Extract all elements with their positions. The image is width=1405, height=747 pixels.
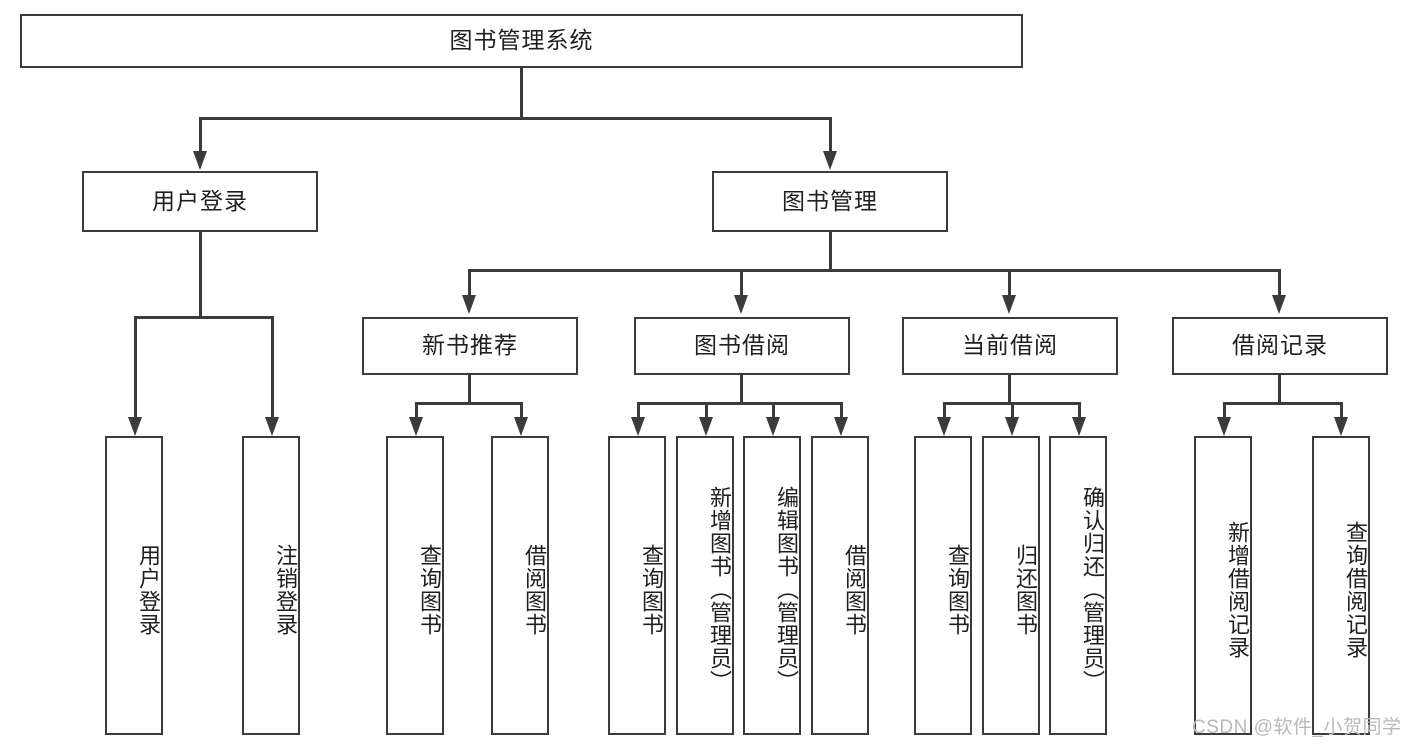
- connector-bookmgmt-drop-4: [1278, 269, 1281, 297]
- connector-bookborrow-drop-2: [705, 402, 708, 419]
- node-label: 借阅记录: [1232, 332, 1328, 359]
- node-book-management[interactable]: 图书管理: [712, 171, 948, 232]
- leaf-currentborrow-query-book[interactable]: 查询图书: [914, 436, 972, 735]
- connector-borrowrecord-drop-2: [1340, 402, 1343, 419]
- node-label: 图书管理系统: [449, 27, 594, 54]
- connector-bookmgmt-drop-1: [468, 269, 471, 297]
- node-label: 新增图书（管理员）: [707, 486, 732, 693]
- node-label: 注销登录: [273, 543, 298, 636]
- leaf-currentborrow-confirm-return-admin[interactable]: 确认归还（管理员）: [1049, 436, 1107, 735]
- connector-borrowrecord-stem: [1278, 375, 1281, 405]
- connector-currentborrow-drop-3: [1078, 402, 1081, 419]
- arrowhead-userlogin-leaf-2: [264, 417, 279, 436]
- node-label: 查询图书: [639, 543, 664, 636]
- arrowhead-bookmgmt-to-borrow: [733, 295, 748, 314]
- leaf-bookborrow-add-book-admin[interactable]: 新增图书（管理员）: [676, 436, 734, 735]
- connector-borrowrecord-bar: [1223, 402, 1342, 405]
- connector-bookmgmt-drop-3: [1008, 269, 1011, 297]
- arrowhead-userlogin-leaf-1: [127, 417, 142, 436]
- arrowhead-bookmgmt-to-current: [1001, 295, 1016, 314]
- node-current-borrow[interactable]: 当前借阅: [902, 317, 1118, 375]
- connector-root-bar: [199, 117, 832, 120]
- arrowhead-newbook-leaf-2: [513, 417, 528, 436]
- node-label: 新书推荐: [422, 332, 518, 359]
- node-label: 编辑图书（管理员）: [774, 486, 799, 693]
- node-label: 借阅图书: [842, 543, 867, 636]
- connector-bookborrow-drop-3: [772, 402, 775, 419]
- arrowhead-currentborrow-leaf-1: [936, 417, 951, 436]
- node-label: 图书管理: [782, 187, 878, 214]
- leaf-bookborrow-edit-book-admin[interactable]: 编辑图书（管理员）: [743, 436, 801, 735]
- connector-newbook-stem: [468, 375, 471, 405]
- arrowhead-root-to-book-mgmt: [822, 151, 837, 170]
- leaf-user-login-signout[interactable]: 注销登录: [242, 436, 300, 735]
- arrowhead-bookmgmt-to-record: [1271, 295, 1286, 314]
- arrowhead-bookborrow-leaf-2: [698, 417, 713, 436]
- arrowhead-bookborrow-leaf-3: [765, 417, 780, 436]
- arrowhead-borrowrecord-leaf-1: [1216, 417, 1231, 436]
- node-label: 当前借阅: [962, 332, 1058, 359]
- connector-userlogin-drop-1: [134, 316, 137, 419]
- connector-userlogin-bar: [134, 316, 273, 319]
- leaf-newbook-query-book[interactable]: 查询图书: [386, 436, 444, 735]
- node-label: 查询图书: [945, 543, 970, 636]
- arrowhead-newbook-leaf-1: [408, 417, 423, 436]
- connector-root-drop-right: [829, 117, 832, 153]
- arrowhead-root-to-user-login: [192, 151, 207, 170]
- connector-root-drop-left: [199, 117, 202, 153]
- node-label: 图书借阅: [694, 332, 790, 359]
- connector-bookmgmt-drop-2: [740, 269, 743, 297]
- connector-bookborrow-drop-4: [840, 402, 843, 419]
- leaf-newbook-borrow-book[interactable]: 借阅图书: [491, 436, 549, 735]
- connector-bookborrow-drop-1: [637, 402, 640, 419]
- connector-currentborrow-stem: [1008, 375, 1011, 405]
- node-borrow-record[interactable]: 借阅记录: [1172, 317, 1388, 375]
- leaf-bookborrow-borrow-book[interactable]: 借阅图书: [811, 436, 869, 735]
- arrowhead-bookborrow-leaf-4: [833, 417, 848, 436]
- connector-currentborrow-drop-2: [1011, 402, 1014, 419]
- node-root-library-system[interactable]: 图书管理系统: [20, 14, 1023, 68]
- connector-borrowrecord-drop-1: [1223, 402, 1226, 419]
- connector-currentborrow-drop-1: [943, 402, 946, 419]
- arrowhead-borrowrecord-leaf-2: [1333, 417, 1348, 436]
- connector-newbook-drop-1: [415, 402, 418, 419]
- csdn-watermark: CSDN @软件_小贺同学: [1192, 717, 1402, 738]
- connector-userlogin-stem: [199, 232, 202, 318]
- leaf-user-login-signin[interactable]: 用户登录: [105, 436, 163, 735]
- connector-bookmgmt-stem: [829, 232, 832, 272]
- node-label: 新增借阅记录: [1225, 520, 1250, 659]
- connector-bookborrow-stem: [740, 375, 743, 405]
- leaf-borrowrecord-add-record[interactable]: 新增借阅记录: [1194, 436, 1252, 735]
- connector-bookborrow-bar: [637, 402, 843, 405]
- connector-newbook-bar: [415, 402, 522, 405]
- node-book-borrow[interactable]: 图书借阅: [634, 317, 850, 375]
- node-label: 归还图书: [1013, 543, 1038, 636]
- node-label: 查询图书: [417, 543, 442, 636]
- leaf-currentborrow-return-book[interactable]: 归还图书: [982, 436, 1040, 735]
- node-label: 查询借阅记录: [1343, 520, 1368, 659]
- node-new-book-recommend[interactable]: 新书推荐: [362, 317, 578, 375]
- node-label: 用户登录: [152, 187, 248, 214]
- arrowhead-bookborrow-leaf-1: [630, 417, 645, 436]
- node-user-login[interactable]: 用户登录: [82, 171, 318, 232]
- connector-newbook-drop-2: [520, 402, 523, 419]
- leaf-bookborrow-query-book[interactable]: 查询图书: [608, 436, 666, 735]
- arrowhead-currentborrow-leaf-3: [1071, 417, 1086, 436]
- connector-userlogin-drop-2: [271, 316, 274, 419]
- connector-bookmgmt-bar: [468, 269, 1280, 272]
- connector-root-stem: [520, 68, 523, 118]
- node-label: 确认归还（管理员）: [1080, 486, 1105, 693]
- arrowhead-currentborrow-leaf-2: [1004, 417, 1019, 436]
- arrowhead-bookmgmt-to-new-book: [461, 295, 476, 314]
- node-label: 借阅图书: [522, 543, 547, 636]
- node-label: 用户登录: [136, 543, 161, 636]
- leaf-borrowrecord-query-record[interactable]: 查询借阅记录: [1312, 436, 1370, 735]
